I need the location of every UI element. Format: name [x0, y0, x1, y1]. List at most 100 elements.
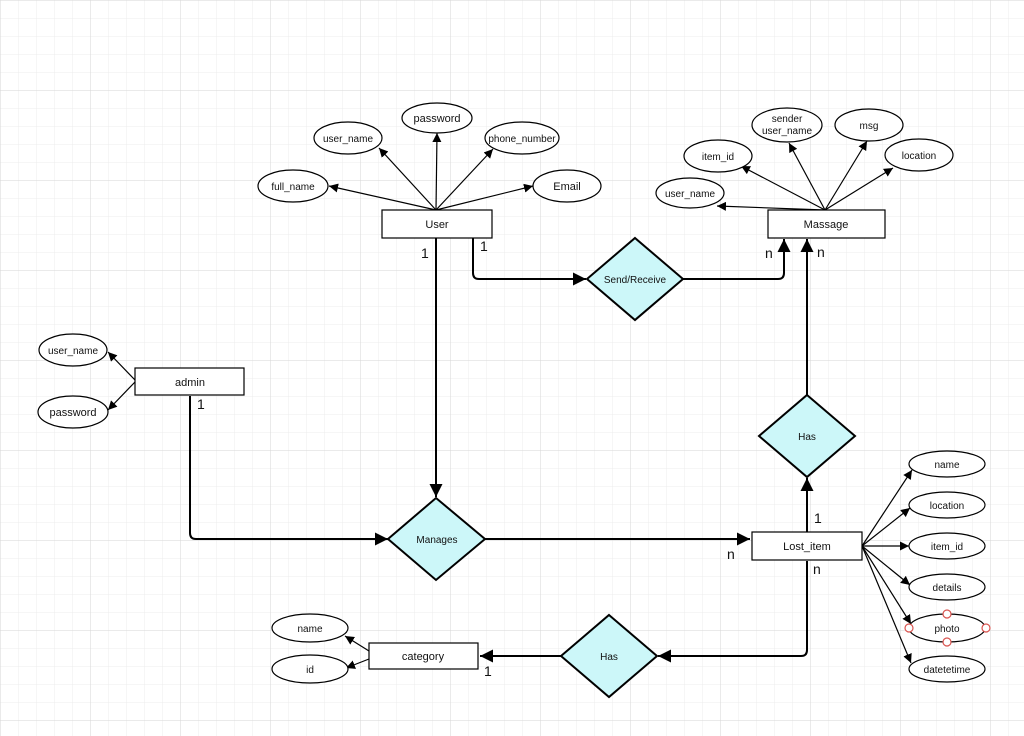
attribute-massage-user-name[interactable]: user_name [655, 177, 725, 209]
relationship-send-receive[interactable]: Send/Receive [585, 236, 685, 322]
cardinality-massage-send: n [765, 245, 773, 261]
attribute-user-email[interactable]: Email [532, 169, 602, 203]
line-admin-to-manages [189, 396, 388, 546]
relationship-manages[interactable]: Manages [386, 496, 487, 582]
entity-massage[interactable]: Massage [767, 209, 886, 239]
entity-massage-label: Massage [804, 219, 849, 231]
connector-massage-sender [788, 142, 826, 211]
entity-admin[interactable]: admin [134, 367, 245, 396]
entity-category-label: category [402, 651, 445, 663]
attribute-lost-item-name-label: name [934, 460, 959, 471]
attribute-lost-item-details[interactable]: details [908, 573, 986, 601]
attribute-lost-item-item-id[interactable]: item_id [908, 532, 986, 560]
relationship-has-category-label: Has [600, 652, 618, 663]
cardinality-lost-item-has-message: 1 [814, 510, 822, 526]
attribute-massage-item-id[interactable]: item_id [683, 139, 753, 173]
connector-lost-item-location [861, 507, 911, 547]
connector-user-password [432, 132, 442, 211]
cardinality-massage-has: n [817, 244, 825, 260]
cardinality-user-manages: 1 [421, 245, 429, 261]
attribute-admin-user-name-label: user_name [48, 346, 98, 357]
connector-lost-item-details [861, 545, 911, 586]
category-attribute-connectors [344, 635, 370, 669]
relationship-has-message-label: Has [798, 432, 816, 443]
connector-massage-msg [824, 140, 868, 211]
connector-admin-password [107, 381, 136, 411]
entity-user[interactable]: User [381, 209, 493, 239]
relationship-has-message[interactable]: Has [757, 393, 857, 479]
attribute-lost-item-datetime[interactable]: datetetime [908, 655, 986, 683]
attribute-massage-location-label: location [902, 151, 936, 162]
attribute-lost-item-name[interactable]: name [908, 450, 986, 478]
selection-handle-left[interactable] [904, 623, 914, 633]
attribute-category-name-label: name [297, 624, 322, 635]
cardinality-lost-item-has-category: n [813, 561, 821, 577]
cardinality-lost-item-manages: n [727, 546, 735, 562]
cardinality-user-send: 1 [480, 238, 488, 254]
attribute-massage-sender-user-name[interactable]: sender user_name [751, 107, 823, 143]
massage-attribute-connectors [716, 140, 894, 211]
relationship-manages-label: Manages [416, 535, 457, 546]
connector-user-full-name [328, 183, 437, 211]
selection-handle-bottom[interactable] [942, 637, 952, 647]
cardinality-category-has: 1 [484, 663, 492, 679]
connector-user-user-name [378, 147, 437, 211]
relationship-lines [189, 238, 814, 663]
connector-massage-item-id [740, 165, 826, 211]
connector-lost-item-datetime [861, 545, 912, 664]
selection-handle-top[interactable] [942, 609, 952, 619]
attribute-category-id[interactable]: id [271, 654, 349, 684]
admin-attribute-connectors [107, 351, 136, 411]
cardinality-admin-manages: 1 [197, 396, 205, 412]
attribute-massage-msg-label: msg [860, 121, 879, 132]
attribute-lost-item-photo-label: photo [934, 624, 959, 635]
attribute-admin-user-name[interactable]: user_name [38, 333, 108, 367]
line-send-receive-to-massage [683, 239, 791, 280]
entity-lost-item-label: Lost_item [783, 541, 831, 553]
relationship-send-receive-label: Send/Receive [604, 275, 667, 286]
relationship-has-category[interactable]: Has [559, 613, 659, 699]
attribute-lost-item-photo[interactable]: photo [904, 609, 991, 647]
entity-lost-item[interactable]: Lost_item [751, 531, 863, 561]
entity-category[interactable]: category [368, 642, 479, 670]
connector-massage-user-name [716, 201, 826, 211]
attribute-user-user-name-label: user_name [323, 134, 373, 145]
attribute-massage-item-id-label: item_id [702, 152, 734, 163]
entity-admin-label: admin [175, 377, 205, 389]
connector-category-id [345, 658, 370, 669]
lost-item-attribute-connectors [861, 469, 913, 664]
attribute-massage-user-name-label: user_name [665, 189, 715, 200]
attribute-user-phone-number[interactable]: phone_number [484, 121, 560, 155]
attribute-user-full-name-label: full_name [271, 182, 315, 193]
attribute-admin-password-label: password [49, 407, 96, 419]
cardinality-labels: 1 1 n n 1 n 1 n 1 [197, 238, 825, 679]
attribute-category-name[interactable]: name [271, 613, 349, 643]
connector-user-email [435, 183, 534, 211]
connector-category-name [344, 635, 370, 652]
connector-user-phone-number [435, 148, 494, 211]
attribute-category-id-label: id [306, 665, 314, 676]
attribute-user-password-label: password [413, 113, 460, 125]
connector-lost-item-photo [861, 545, 912, 625]
attribute-massage-location[interactable]: location [884, 138, 954, 172]
attribute-admin-password[interactable]: password [37, 395, 109, 429]
connector-lost-item-name [861, 469, 913, 547]
line-lost-item-to-has-category [658, 561, 808, 663]
attribute-user-email-label: Email [553, 181, 581, 193]
selection-handle-right[interactable] [981, 623, 991, 633]
attribute-user-phone-number-label: phone_number [488, 134, 556, 145]
line-user-to-send-receive [472, 238, 586, 286]
attribute-lost-item-location-label: location [930, 501, 964, 512]
connector-admin-user-name [107, 351, 136, 381]
attribute-lost-item-location[interactable]: location [908, 491, 986, 519]
attribute-lost-item-item-id-label: item_id [931, 542, 963, 553]
attribute-massage-sender-line1: sender [772, 114, 803, 125]
attribute-massage-msg[interactable]: msg [834, 108, 904, 142]
user-attribute-connectors [328, 132, 534, 211]
attribute-lost-item-details-label: details [933, 583, 962, 594]
attribute-lost-item-datetime-label: datetetime [924, 665, 971, 676]
attribute-user-full-name[interactable]: full_name [257, 169, 329, 203]
attribute-user-user-name[interactable]: user_name [313, 121, 383, 155]
attribute-user-password[interactable]: password [401, 102, 473, 134]
